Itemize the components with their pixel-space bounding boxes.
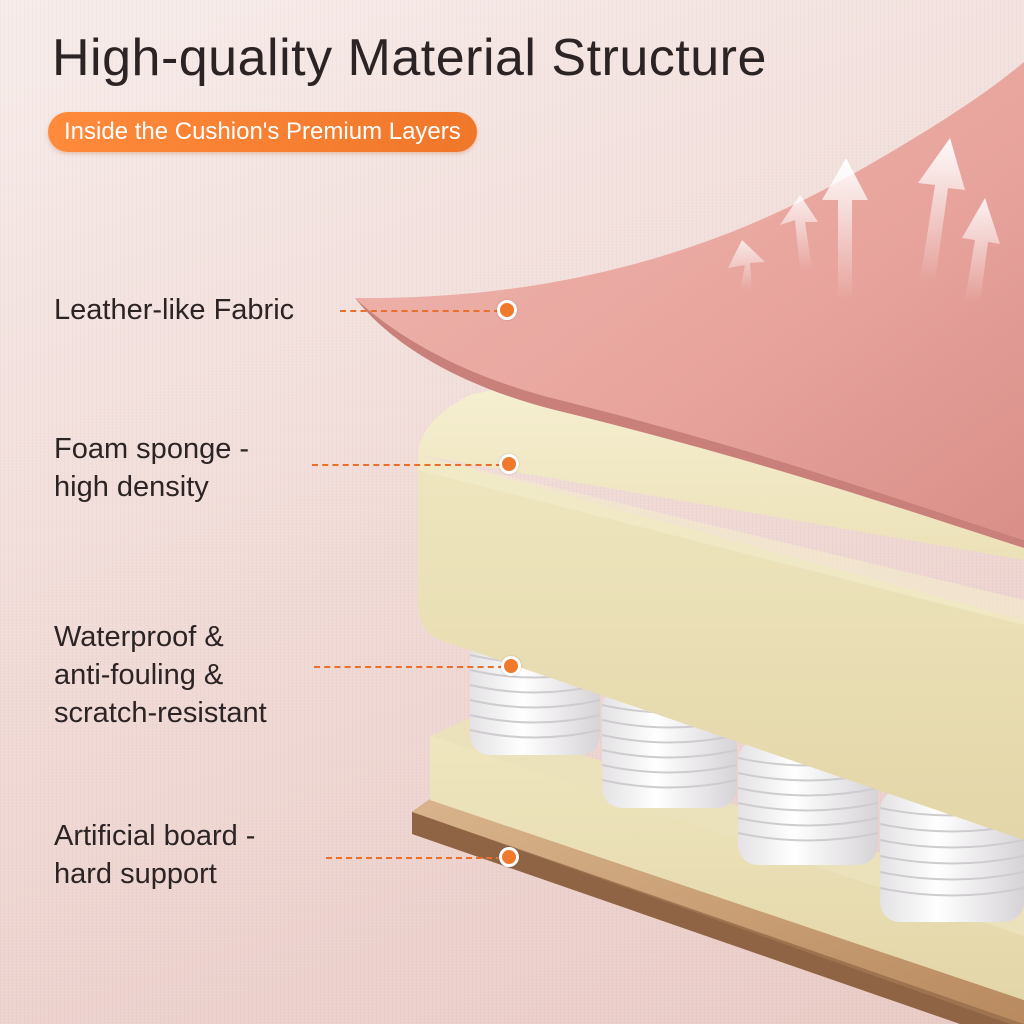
- foam-leader-line: [312, 464, 502, 466]
- fabric-leader-line: [340, 310, 500, 312]
- board-leader-line: [326, 857, 502, 859]
- layer-label-fabric: Leather-like Fabric: [54, 294, 295, 326]
- springs-marker-dot: [501, 656, 521, 676]
- fabric-layer: [355, 62, 1024, 548]
- springs-leader-line: [314, 666, 504, 668]
- subtitle-badge: Inside the Cushion's Premium Layers: [48, 112, 477, 152]
- board-marker-dot: [499, 847, 519, 867]
- lower-foam-slab: [430, 718, 1024, 1000]
- foam-layer: [418, 375, 1024, 840]
- foam-marker-dot: [499, 454, 519, 474]
- layer-label-board: Artificial board - hard support: [54, 820, 256, 890]
- page-title: High-quality Material Structure: [52, 29, 767, 87]
- layer-label-springs: Waterproof & anti-fouling & scratch-resi…: [54, 621, 267, 729]
- layer-label-foam: Foam sponge - high density: [54, 433, 250, 503]
- fabric-marker-dot: [497, 300, 517, 320]
- board-layer: [412, 792, 1024, 1024]
- breathability-arrows: [728, 138, 1000, 302]
